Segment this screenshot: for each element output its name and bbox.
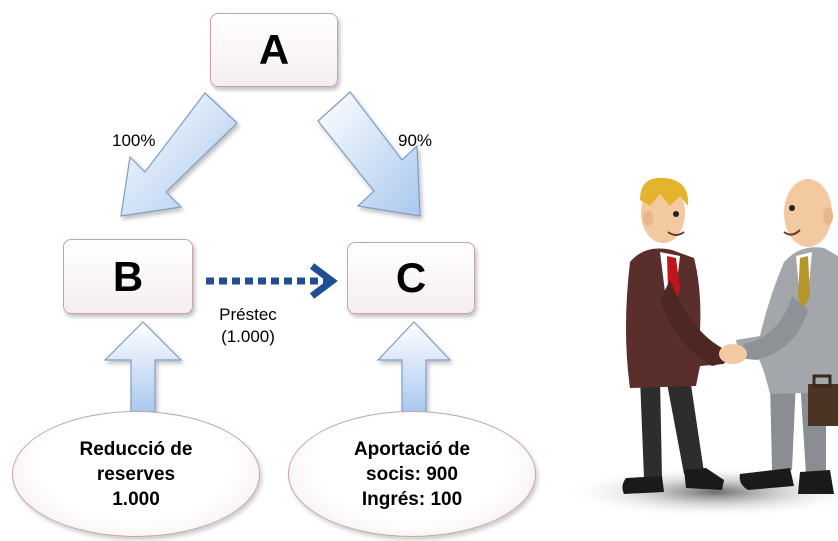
arrow-a-to-b <box>120 92 238 217</box>
pct-a-to-c: 90% <box>398 131 433 150</box>
loan-amount: (1.000) <box>221 327 275 346</box>
loan-label: Préstec <box>219 305 277 324</box>
arrow-up-b <box>103 321 183 413</box>
businessmen-handshake-icon <box>565 177 838 518</box>
loan-text: Préstec (1.000) <box>208 304 288 348</box>
node-c: C <box>347 242 475 314</box>
right-businessman <box>736 179 838 494</box>
node-c-label: C <box>395 254 427 301</box>
node-b-label: B <box>112 252 144 300</box>
ellipse-contribution: Aportació de socis: 900 Ingrés: 100 <box>288 411 536 537</box>
left-businessman <box>622 177 728 494</box>
ellipse-b-line2: reserves <box>96 463 176 485</box>
ellipse-c-line1: Aportació de <box>353 438 471 460</box>
node-a: A <box>210 13 338 87</box>
ellipse-c-line3: Ingrés: 100 <box>361 488 463 510</box>
pct-a-to-b: 100% <box>112 131 156 150</box>
ellipse-c-line2: socis: 900 <box>366 463 458 485</box>
arrow-up-c <box>376 321 452 413</box>
ellipse-b-line1: Reducció de <box>79 438 193 460</box>
arrow-a-to-c <box>317 91 421 217</box>
loan-arrow <box>206 263 338 299</box>
ellipse-reserves: Reducció de reserves 1.000 <box>12 411 260 537</box>
ellipse-b-line3: 1.000 <box>112 488 160 510</box>
node-a-label: A <box>258 26 290 73</box>
node-b: B <box>63 239 193 314</box>
